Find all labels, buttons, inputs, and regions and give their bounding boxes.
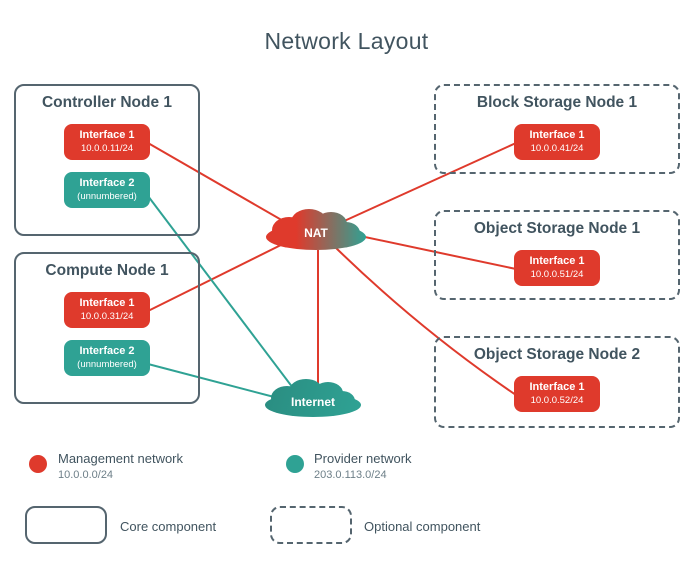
block-storage-node-box: Block Storage Node 1 Interface 1 10.0.0.…: [434, 84, 680, 174]
nat-cloud-label: NAT: [304, 226, 328, 240]
internet-cloud: [265, 379, 361, 417]
node-title: Compute Node 1: [45, 262, 169, 279]
interface-1-badge: Interface 1 10.0.0.31/24: [64, 292, 150, 328]
legend-management-detail: 10.0.0.0/24: [58, 469, 114, 481]
interface-1-badge: Interface 1 10.0.0.52/24: [514, 376, 600, 412]
wire-compute-if1-to-nat: [147, 237, 296, 312]
interface-label: Interface 1: [529, 255, 585, 267]
interface-label: Interface 1: [79, 297, 135, 309]
wire-nat-to-block-storage-if1: [341, 142, 517, 223]
legend-optional-label: Optional component: [364, 519, 481, 534]
internet-cloud-label: Internet: [291, 395, 335, 409]
interface-detail: 10.0.0.52/24: [530, 395, 584, 406]
nat-cloud: [266, 209, 366, 250]
interface-label: Interface 1: [529, 381, 585, 393]
interface-1-badge: Interface 1 10.0.0.41/24: [514, 124, 600, 160]
wire-nat-to-object-storage2-if1: [333, 245, 517, 396]
node-title: Object Storage Node 1: [473, 220, 641, 237]
node-title: Block Storage Node 1: [476, 94, 638, 111]
legend-provider-detail: 203.0.113.0/24: [314, 469, 387, 481]
diagram-title: Network Layout: [264, 28, 429, 54]
interface-label: Interface 2: [79, 345, 135, 357]
interface-1-badge: Interface 1 10.0.0.11/24: [64, 124, 150, 160]
interface-label: Interface 1: [79, 129, 135, 141]
legend-provider-label: Provider network: [314, 451, 412, 466]
wire-compute-if2-to-internet: [147, 363, 279, 399]
wire-controller-if1-to-nat: [147, 142, 293, 227]
interface-2-badge: Interface 2 (unnumbered): [64, 172, 150, 208]
interface-detail: 10.0.0.51/24: [530, 269, 584, 280]
interface-1-badge: Interface 1 10.0.0.51/24: [514, 250, 600, 286]
legend-provider-dot: [286, 455, 304, 473]
wire-nat-to-object-storage1-if1: [345, 232, 517, 270]
controller-node-box: Controller Node 1 Interface 1 10.0.0.11/…: [14, 84, 200, 236]
wire-controller-if2-to-internet: [147, 195, 297, 393]
object-storage-node-2-box: Object Storage Node 2 Interface 1 10.0.0…: [434, 336, 680, 428]
object-storage-node-1-box: Object Storage Node 1 Interface 1 10.0.0…: [434, 210, 680, 300]
interface-detail: (unnumbered): [77, 359, 137, 370]
interface-detail: 10.0.0.41/24: [530, 143, 584, 154]
legend-core-label: Core component: [120, 519, 217, 534]
interface-2-badge: Interface 2 (unnumbered): [64, 340, 150, 376]
node-title: Object Storage Node 2: [473, 346, 641, 363]
interface-detail: 10.0.0.11/24: [80, 143, 134, 154]
interface-detail: (unnumbered): [77, 191, 137, 202]
interface-label: Interface 2: [79, 177, 135, 189]
interface-label: Interface 1: [529, 129, 585, 141]
legend-management-dot: [29, 455, 47, 473]
interface-detail: 10.0.0.31/24: [80, 311, 134, 322]
legend-core-swatch: [25, 506, 107, 544]
legend-management-label: Management network: [58, 451, 184, 466]
legend-optional-swatch: [270, 506, 352, 544]
node-title: Controller Node 1: [41, 94, 173, 111]
compute-node-box: Compute Node 1 Interface 1 10.0.0.31/24 …: [14, 252, 200, 404]
